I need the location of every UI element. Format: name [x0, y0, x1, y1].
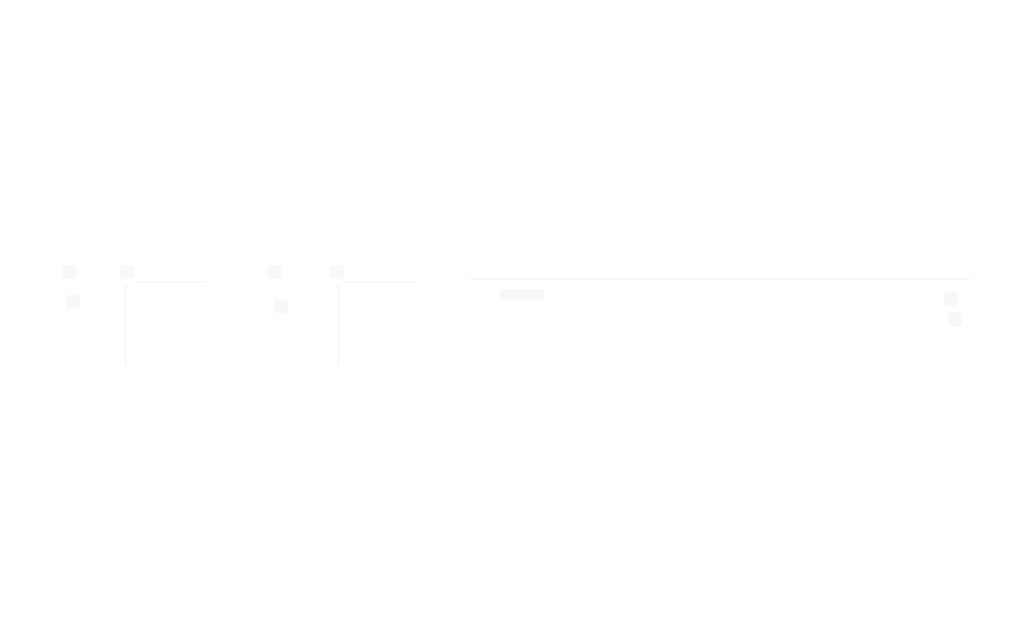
faint-line — [124, 285, 127, 365]
faint-mark-icon — [120, 265, 134, 279]
faint-line — [337, 285, 340, 365]
faint-right-cluster — [460, 262, 1000, 342]
faint-mark-icon — [330, 265, 344, 279]
faint-line — [135, 281, 205, 283]
faint-mark — [500, 290, 544, 300]
faint-mark-icon — [66, 295, 80, 309]
faint-mark-icon — [268, 265, 282, 279]
faint-line — [470, 278, 970, 280]
faint-line — [345, 281, 417, 283]
faint-mark-icon — [274, 299, 288, 313]
faint-mark-icon — [948, 312, 962, 326]
faint-mark-icon — [62, 265, 76, 279]
faint-mark-icon — [944, 292, 958, 306]
faint-left-cluster — [40, 255, 420, 385]
